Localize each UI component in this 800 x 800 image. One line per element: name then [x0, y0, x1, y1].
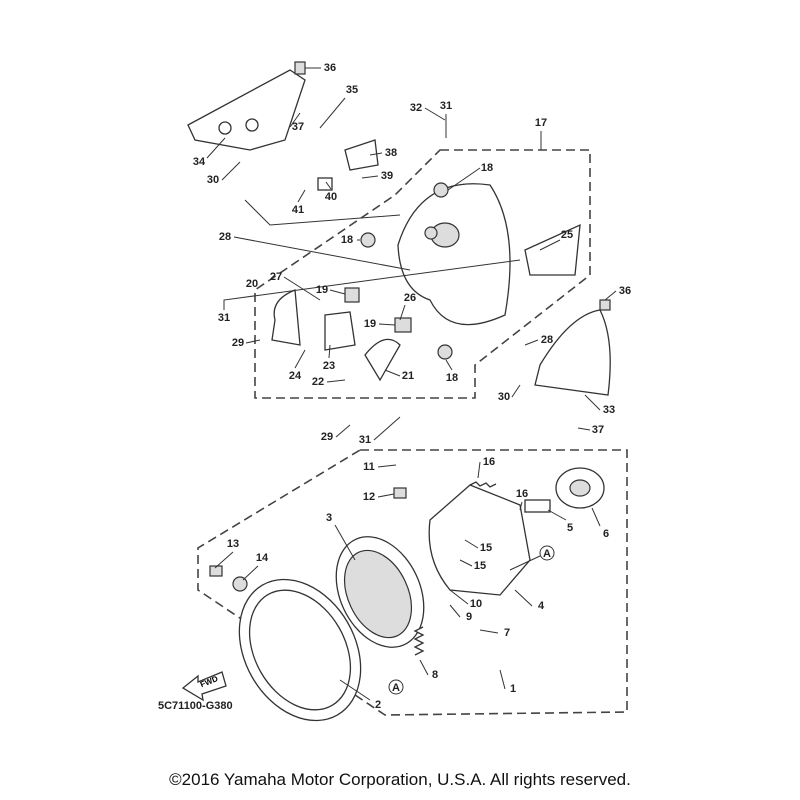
callout-18c: 18 [446, 372, 458, 384]
callout-40: 40 [325, 191, 337, 203]
group-1-boundary [197, 449, 628, 716]
callout-24: 24 [289, 370, 302, 382]
callout-25: 25 [561, 229, 573, 241]
callout-31b: 31 [218, 312, 230, 324]
spring-16 [469, 481, 497, 488]
callout-29: 29 [232, 337, 244, 349]
callout-16b: 16 [516, 488, 528, 500]
callout-27: 27 [270, 271, 282, 283]
bracket-25 [524, 223, 581, 276]
callout-32: 32 [410, 102, 422, 114]
callout-38: 38 [385, 147, 397, 159]
headlight-unit [335, 536, 425, 648]
bracket-38 [344, 139, 379, 171]
callout-9: 9 [466, 611, 472, 623]
ref-marker-a-2: A [388, 679, 404, 695]
plate-21 [364, 338, 401, 382]
socket-6 [555, 467, 605, 509]
callout-28: 28 [219, 231, 231, 243]
upper-left-cover [187, 61, 306, 151]
part-code: 5C71100-G380 [158, 700, 233, 712]
fwd-arrow: FWD [181, 671, 227, 702]
copyright: ©2016 Yamaha Motor Corporation, U.S.A. A… [169, 770, 631, 789]
callout-37b: 37 [592, 424, 604, 436]
callout-31c: 31 [359, 434, 371, 446]
callout-11: 11 [363, 461, 375, 473]
callout-28b: 28 [541, 334, 553, 346]
callout-22: 22 [312, 376, 324, 388]
svg-text:A: A [392, 682, 400, 694]
callout-1: 1 [510, 683, 516, 695]
callout-18b: 18 [341, 234, 353, 246]
grommet-18 [433, 182, 449, 198]
callout-37: 37 [292, 121, 304, 133]
callout-23: 23 [323, 360, 335, 372]
bracket-20 [271, 289, 301, 346]
callout-6: 6 [603, 528, 609, 540]
upper-right-cover [534, 299, 611, 396]
spring-8 [413, 626, 425, 656]
callout-3: 3 [326, 512, 332, 524]
nut-12 [393, 487, 407, 499]
headlight-rim [238, 578, 362, 722]
callout-8: 8 [432, 669, 438, 681]
callout-14: 14 [256, 552, 269, 564]
callout-33: 33 [603, 404, 615, 416]
callout-18: 18 [481, 162, 493, 174]
callouts: 36 35 37 32 31 17 34 30 38 39 40 41 18 2… [193, 62, 631, 711]
callout-12: 12 [363, 491, 375, 503]
bulb-5 [524, 499, 551, 513]
callout-39: 39 [381, 170, 393, 182]
callout-2: 2 [375, 699, 381, 711]
group-17-boundary [254, 149, 591, 399]
switch-40 [317, 177, 333, 191]
callout-31: 31 [440, 100, 452, 112]
clip-19 [344, 287, 360, 303]
callout-35: 35 [346, 84, 358, 96]
callout-41: 41 [292, 204, 304, 216]
grommet-18c [437, 344, 453, 360]
callout-30: 30 [207, 174, 219, 186]
callout-17: 17 [535, 117, 547, 129]
callout-19: 19 [316, 284, 328, 296]
ref-marker-a: A [539, 545, 555, 561]
collar-14 [232, 576, 248, 592]
callout-30b: 30 [498, 391, 510, 403]
leader-lines [206, 67, 617, 701]
headlight-housing [428, 484, 531, 596]
callout-7: 7 [504, 627, 510, 639]
callout-16: 16 [483, 456, 495, 468]
callout-19b: 19 [364, 318, 376, 330]
callout-34: 34 [193, 156, 206, 168]
callout-15: 15 [480, 542, 492, 554]
svg-text:A: A [543, 548, 551, 560]
callout-4: 4 [538, 600, 545, 612]
callout-29b: 29 [321, 431, 333, 443]
headlight-case [397, 183, 511, 326]
callout-13: 13 [227, 538, 239, 550]
callout-20: 20 [246, 278, 258, 290]
callout-36: 36 [324, 62, 336, 74]
callout-15b: 15 [474, 560, 486, 572]
callout-21: 21 [402, 370, 414, 382]
grommet-18b [360, 232, 376, 248]
callout-10: 10 [470, 598, 482, 610]
stay-23 [324, 311, 356, 351]
callout-36b: 36 [619, 285, 631, 297]
clip-19b [394, 317, 412, 333]
bolt-13 [209, 565, 223, 577]
callout-5: 5 [567, 522, 573, 534]
callout-26: 26 [404, 292, 416, 304]
